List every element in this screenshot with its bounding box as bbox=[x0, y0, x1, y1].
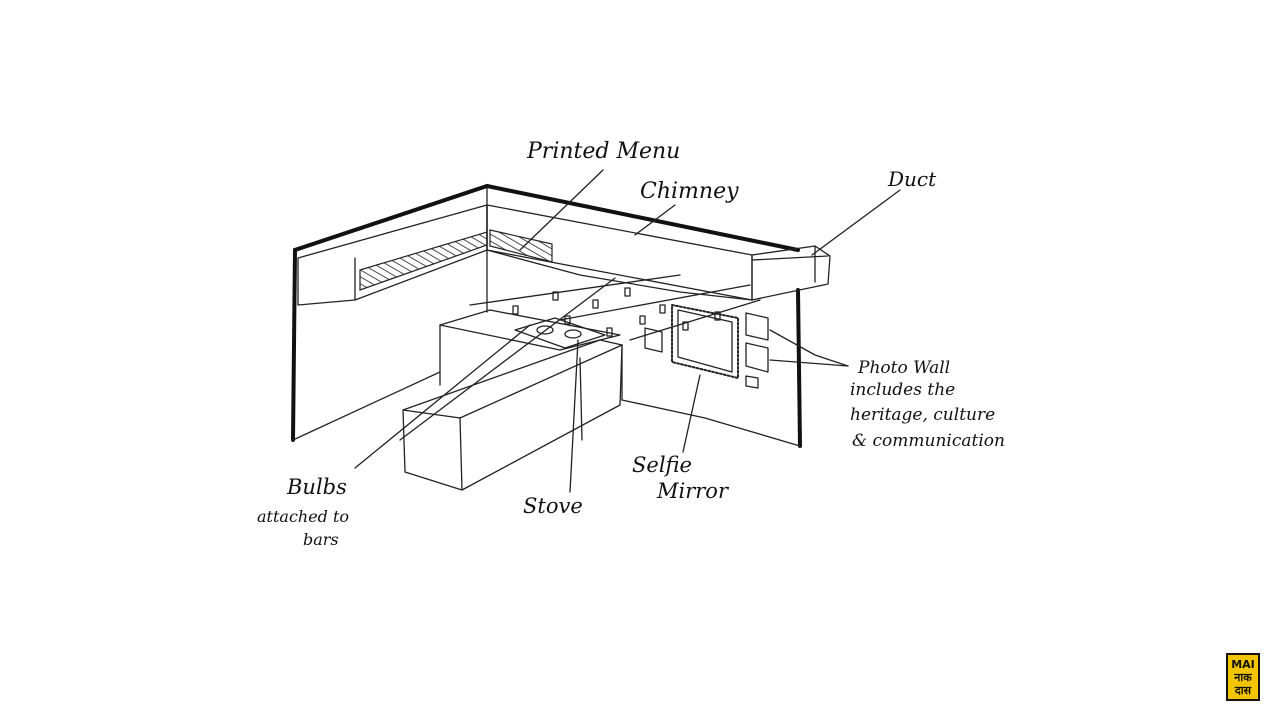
label-photo-wall-2: includes the bbox=[850, 380, 955, 400]
bulb-6 bbox=[639, 315, 646, 325]
logo-line-3: दास bbox=[1234, 683, 1252, 697]
counter-corner bbox=[459, 417, 463, 491]
sketch-lines bbox=[292, 169, 901, 493]
label-chimney: Chimney bbox=[640, 179, 739, 204]
label-printed-menu: Printed Menu bbox=[526, 139, 680, 164]
leader-printed-menu bbox=[519, 169, 604, 251]
back-wall-bottom bbox=[621, 399, 801, 447]
counter-divider bbox=[579, 357, 583, 441]
stove bbox=[514, 317, 606, 349]
label-photo-wall-3: heritage, culture bbox=[850, 405, 995, 425]
photo-frame-2 bbox=[745, 312, 769, 341]
leader-photo-wall bbox=[769, 329, 849, 367]
bulb-4 bbox=[624, 287, 631, 297]
label-mirror: Mirror bbox=[656, 479, 730, 503]
label-bulbs-2: attached to bbox=[257, 507, 349, 526]
label-photo-wall-1: Photo Wall bbox=[857, 358, 950, 378]
left-wall-inner bbox=[292, 371, 441, 441]
selfie-mirror-inner bbox=[677, 309, 733, 373]
printed-menu-back bbox=[489, 229, 553, 263]
walls bbox=[291, 183, 802, 448]
bulb-10 bbox=[714, 311, 721, 321]
soffit-bottom bbox=[486, 249, 753, 301]
bulb-3 bbox=[592, 299, 599, 309]
leader-duct bbox=[811, 189, 901, 256]
counter-long-top bbox=[402, 339, 623, 419]
printed-menu-left bbox=[359, 231, 488, 291]
label-photo-wall-4: & communication bbox=[852, 431, 1005, 451]
bulb-1 bbox=[512, 305, 519, 315]
leader-selfie-mirror bbox=[682, 374, 701, 453]
bulb-5 bbox=[606, 327, 613, 337]
counter-front-edge bbox=[402, 409, 406, 473]
counter-top bbox=[439, 309, 621, 351]
right-wall-edge bbox=[796, 288, 802, 448]
leader-bulbs bbox=[354, 324, 531, 469]
bulb-bar-3 bbox=[629, 299, 761, 341]
stove-burner-1 bbox=[536, 325, 554, 335]
logo-line-1: MAI bbox=[1231, 657, 1255, 671]
leader-stove bbox=[569, 339, 579, 493]
brand-logo: MAI नाक दास bbox=[1226, 653, 1260, 701]
photo-frame-1 bbox=[644, 327, 663, 353]
stove-burner-2 bbox=[564, 329, 582, 339]
counter-bottom bbox=[404, 404, 621, 491]
selfie-mirror bbox=[671, 304, 739, 379]
logo-line-2: नाक bbox=[1234, 670, 1252, 684]
label-bulbs-3: bars bbox=[303, 530, 339, 549]
bulb-2 bbox=[552, 291, 559, 301]
photo-frame-4 bbox=[745, 375, 759, 389]
bulb-8 bbox=[682, 321, 689, 331]
left-soffit bbox=[297, 204, 488, 306]
leader-photo-wall-2 bbox=[769, 359, 849, 367]
label-bulbs-1: Bulbs bbox=[286, 475, 347, 499]
bulb-bar-1 bbox=[469, 274, 681, 306]
photo-frame-3 bbox=[745, 342, 769, 373]
duct-box bbox=[751, 245, 831, 301]
bulb-9 bbox=[564, 315, 571, 325]
leader-bulbs-2 bbox=[399, 277, 616, 441]
leader-chimney bbox=[634, 204, 676, 236]
label-selfie: Selfie bbox=[632, 453, 692, 477]
bulb-bar-2 bbox=[559, 284, 751, 321]
bulb-7 bbox=[659, 304, 666, 314]
duct-edge-2 bbox=[751, 255, 829, 261]
left-wall-outline bbox=[291, 183, 800, 442]
label-stove: Stove bbox=[523, 494, 583, 518]
label-duct: Duct bbox=[887, 167, 937, 191]
